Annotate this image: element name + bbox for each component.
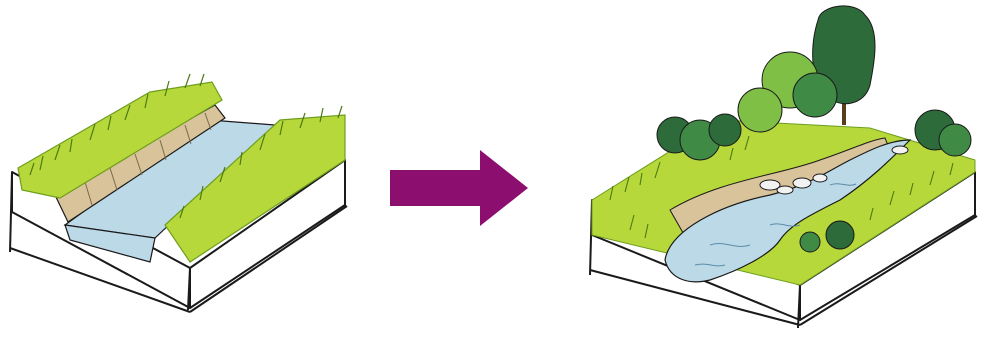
transition-arrow (380, 0, 540, 338)
before-canalized-channel (0, 0, 360, 338)
canal-sketch (0, 0, 360, 338)
river-sketch (570, 0, 987, 338)
after-naturalized-river (570, 0, 987, 338)
right-arrow-icon (380, 0, 540, 338)
